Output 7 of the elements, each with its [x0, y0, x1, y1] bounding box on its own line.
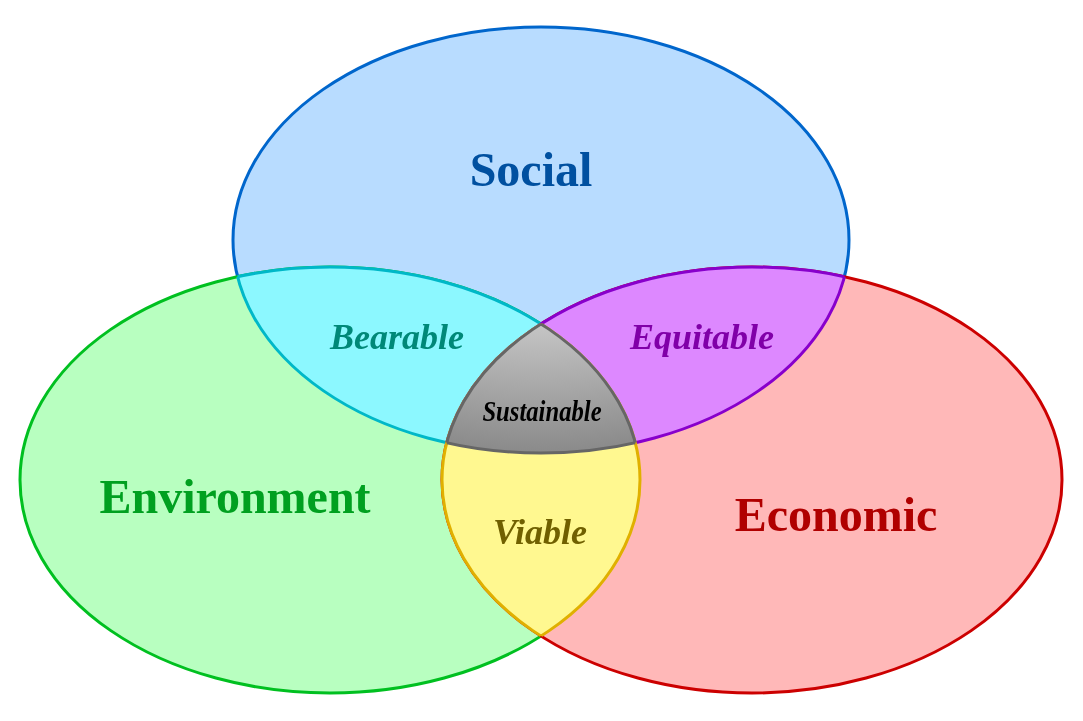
circle-label: Environment: [99, 470, 371, 524]
circle-label: Economic: [734, 488, 938, 542]
overlap-label: Equitable: [630, 318, 774, 358]
overlap-label: Bearable: [330, 318, 464, 358]
circle-label: Social: [469, 143, 593, 197]
center-label: Sustainable: [482, 396, 602, 428]
overlap-label: Viable: [493, 513, 587, 553]
